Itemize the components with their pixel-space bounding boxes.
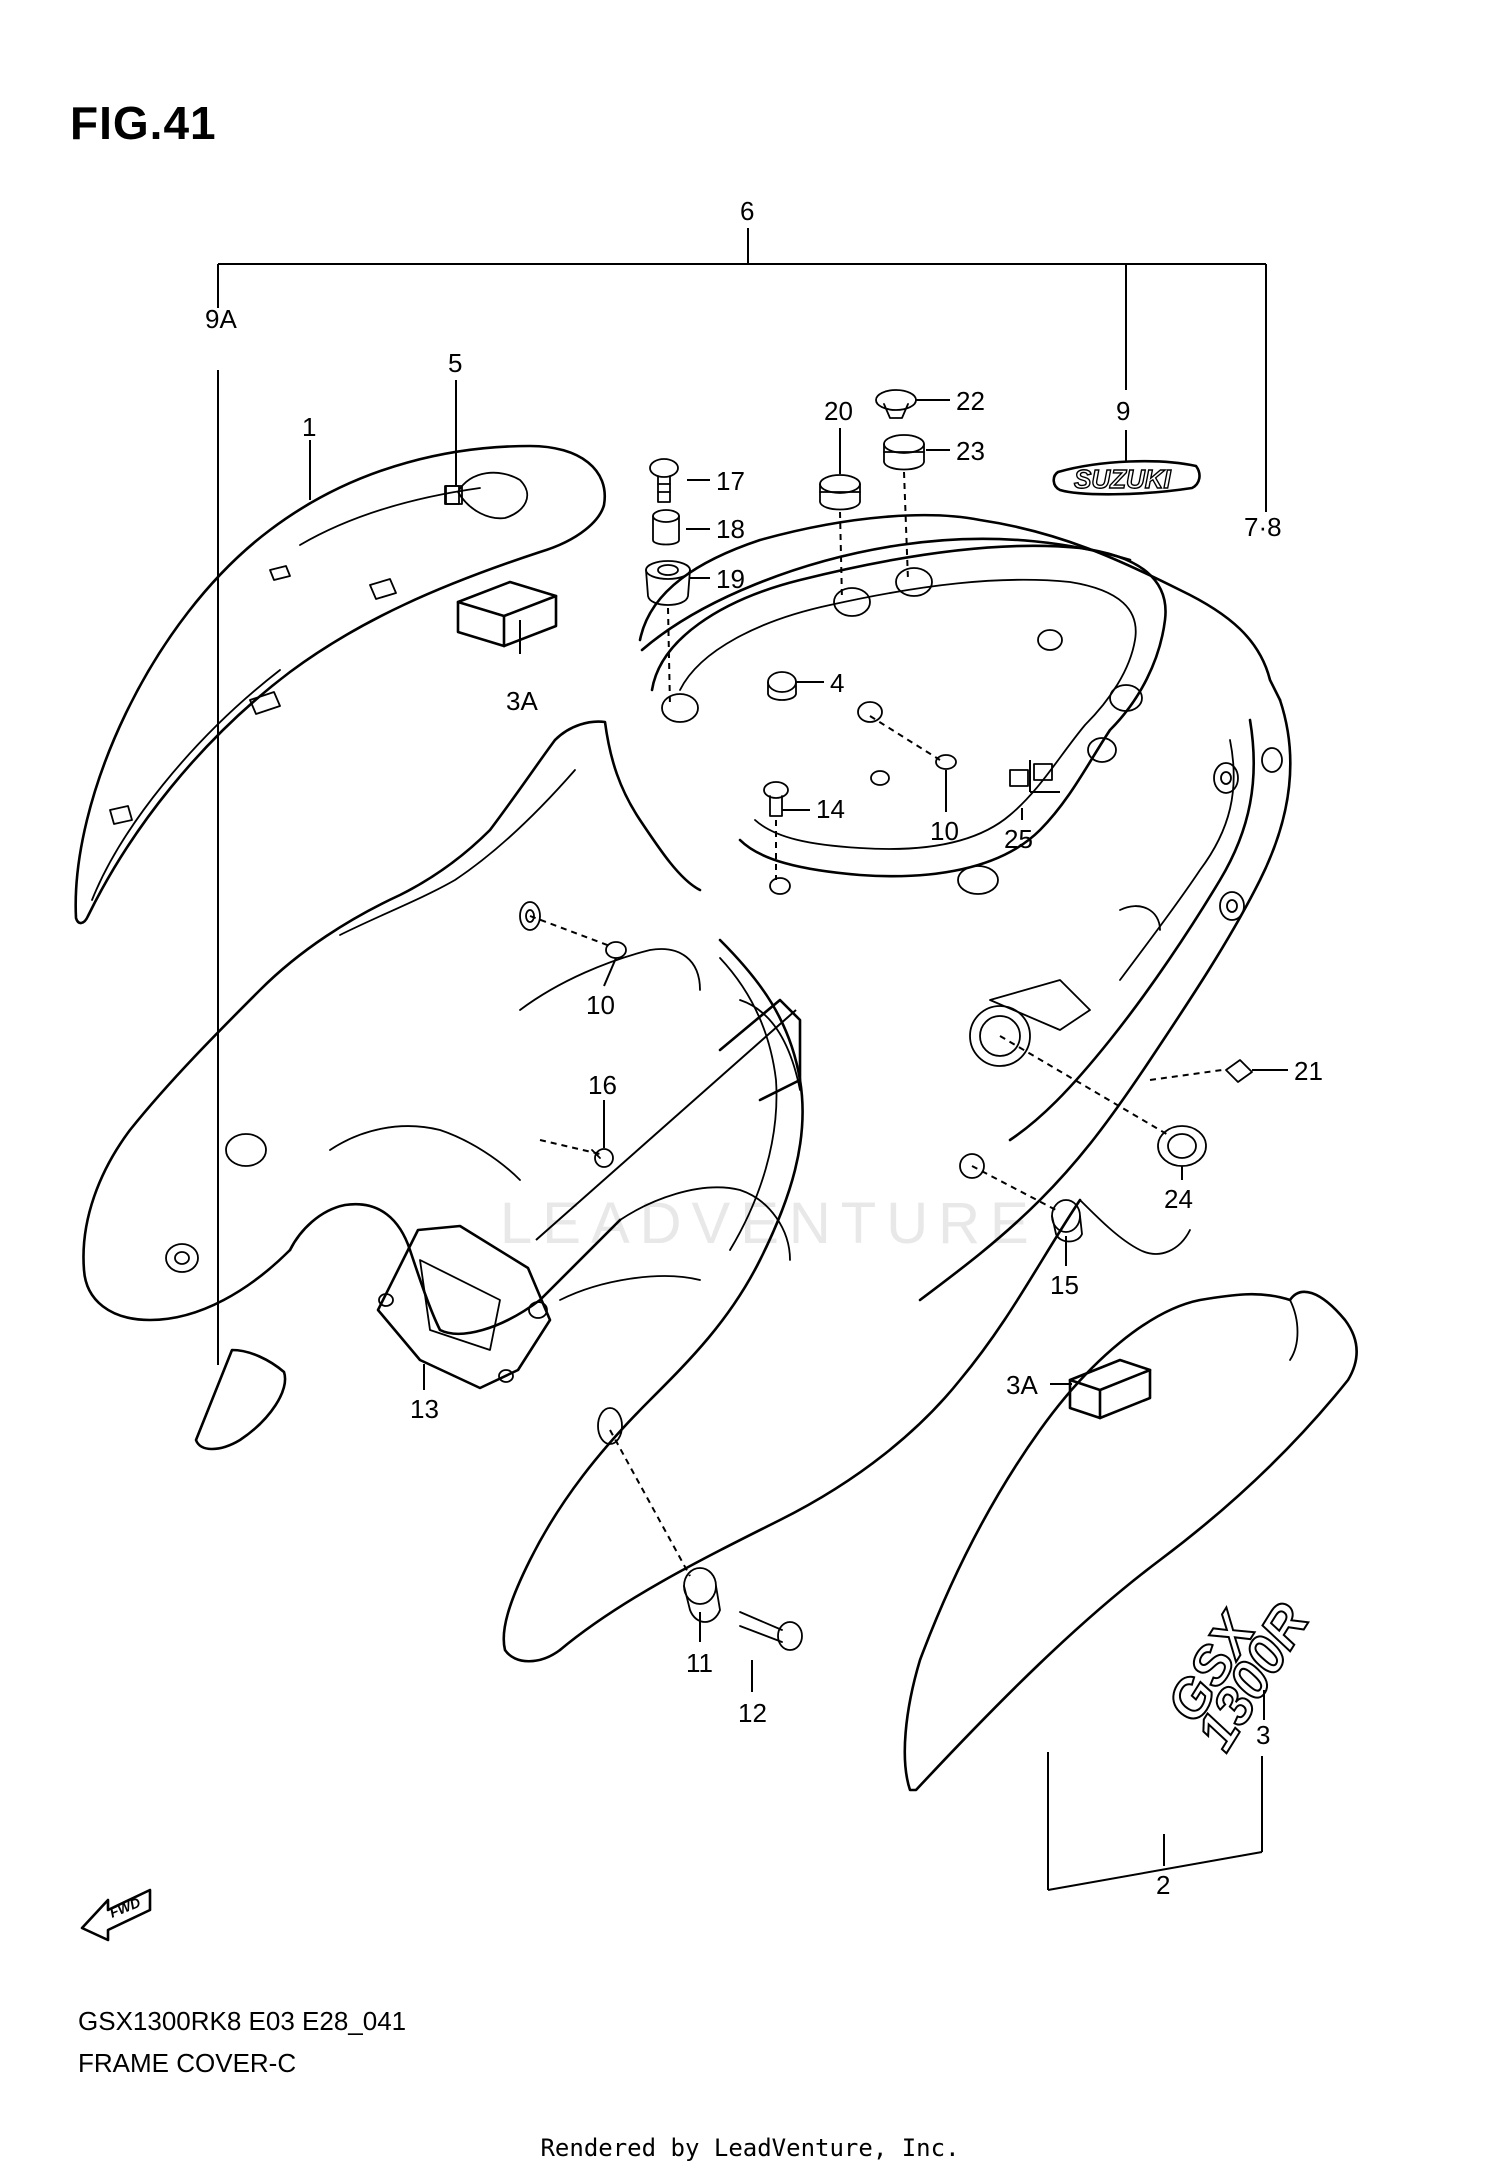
callout-5: 5: [448, 348, 462, 378]
assembly-bracket-6: [217, 228, 1267, 1365]
callout-11: 11: [686, 1648, 713, 1678]
left-side-cover-part-1: [74, 444, 607, 925]
callout-17: 17: [716, 466, 745, 496]
screw-part-17: [649, 458, 679, 503]
callout-labels: 6 9A 1 5 3A 17 18 19 20 22 23 9 7·8 4 14…: [205, 196, 1323, 1900]
fwd-arrow-icon: FWD: [80, 1888, 152, 1942]
body-holes: [165, 567, 1283, 1445]
callout-14: 14: [816, 794, 845, 824]
footer-figure-name: FRAME COVER-C: [78, 2048, 297, 2078]
callout-16: 16: [588, 1070, 617, 1100]
callout-25: 25: [1004, 824, 1033, 854]
rendered-by-credit: Rendered by LeadVenture, Inc.: [540, 2134, 960, 2162]
tape-part-3a-bottom: [1068, 1358, 1152, 1420]
screw-part-10-top: [935, 754, 957, 770]
callout-12: 12: [738, 1698, 767, 1728]
callout-2: 2: [1156, 1870, 1170, 1900]
screw-part-14: [763, 781, 789, 817]
grommet-part-23: [883, 434, 925, 471]
callout-3a-bottom: 3A: [1006, 1370, 1038, 1400]
screw-part-12: [739, 1611, 803, 1651]
cushion-part-15: [1051, 1199, 1083, 1243]
grommet-part-11: [683, 1567, 721, 1623]
reflector-part-9a: [194, 1348, 287, 1451]
leader-lines: [309, 380, 1288, 1891]
collar-part-18: [652, 509, 680, 546]
suzuki-emblem-part-9: SUZUKI: [1052, 459, 1201, 496]
callout-18: 18: [716, 514, 745, 544]
callout-15: 15: [1050, 1270, 1079, 1300]
cap-part-24: [1157, 1125, 1207, 1167]
callout-6: 6: [740, 196, 754, 226]
watermark: LEADVENTURE: [500, 1191, 1039, 1256]
callout-7-8: 7·8: [1244, 512, 1282, 542]
callout-9a: 9A: [205, 304, 237, 334]
callout-20: 20: [824, 396, 853, 426]
callout-9: 9: [1116, 396, 1130, 426]
clip-part-5: [445, 485, 463, 505]
callout-19: 19: [716, 564, 745, 594]
label-part-21: [1225, 1059, 1253, 1083]
footer-model-code: GSX1300RK8 E03 E28_041: [78, 2006, 407, 2036]
bracket-part-13: [376, 1224, 552, 1390]
grommet-part-19: [645, 560, 691, 606]
callout-24: 24: [1164, 1184, 1193, 1214]
callout-13: 13: [410, 1394, 439, 1424]
right-side-cover-part-2: [903, 1290, 1358, 1792]
callout-3: 3: [1256, 1720, 1270, 1750]
rivet-part-22: [875, 389, 917, 419]
nut-part-4: [767, 671, 797, 701]
tape-part-25: [1009, 763, 1053, 787]
callout-4: 4: [830, 668, 844, 698]
gsx-decal-part-3: GSX 1300R: [1154, 1593, 1321, 1762]
suzuki-emblem-text: SUZUKI: [1074, 464, 1172, 494]
callout-3a-top: 3A: [506, 686, 538, 716]
callout-23: 23: [956, 436, 985, 466]
cushion-part-20: [819, 474, 861, 511]
tape-part-3a-top: [456, 580, 558, 648]
figure-title: FIG.41: [70, 97, 217, 149]
callout-21: 21: [1294, 1056, 1323, 1086]
callout-10-top: 10: [930, 816, 959, 846]
callout-1: 1: [302, 412, 316, 442]
callout-10-mid: 10: [586, 990, 615, 1020]
screw-part-10-mid: [605, 941, 627, 959]
callout-22: 22: [956, 386, 985, 416]
screw-part-16: [591, 1148, 614, 1168]
frame-cover-main: [82, 513, 1292, 1663]
